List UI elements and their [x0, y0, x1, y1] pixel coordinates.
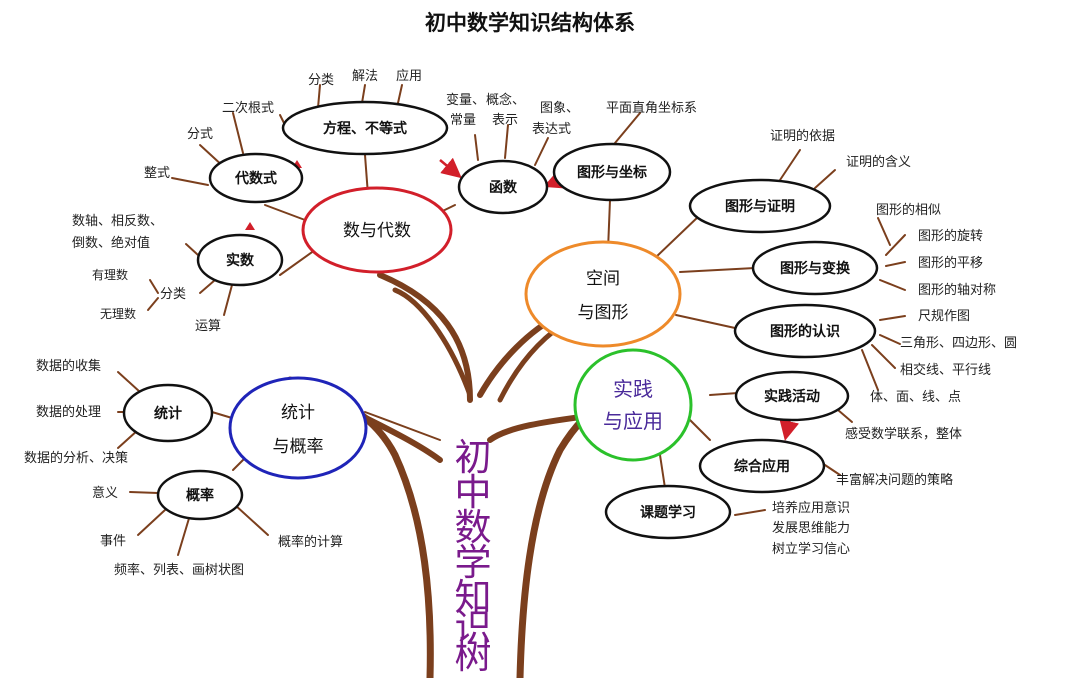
- leaf-comprehensive: 丰富解决问题的策略: [836, 472, 953, 488]
- svg-text:实践活动: 实践活动: [764, 388, 820, 405]
- node-equation: 方程、不等式: [281, 100, 449, 156]
- node-recognition: 图形的认识: [733, 303, 877, 359]
- svg-text:常量: 常量: [450, 113, 476, 128]
- node-algebraic-expr: 代数式: [208, 152, 304, 204]
- svg-text:图象、: 图象、: [540, 101, 579, 116]
- main-node-number-algebra: 数与代数: [301, 186, 453, 274]
- svg-text:数据的分析、决策: 数据的分析、决策: [24, 450, 128, 466]
- node-probability: 概率: [156, 469, 244, 521]
- svg-text:树: 树: [455, 634, 492, 677]
- svg-text:解法: 解法: [352, 69, 378, 84]
- svg-text:图形的轴对称: 图形的轴对称: [918, 282, 996, 298]
- svg-text:中: 中: [455, 471, 492, 514]
- practice-label-1: 实践: [613, 377, 653, 401]
- leaf-coords: 平面直角坐标系: [606, 101, 697, 116]
- node-transform: 图形与变换: [751, 240, 879, 296]
- main-node-space-geometry: 空间 与图形: [524, 240, 682, 348]
- node-practice-activity: 实践活动: [734, 370, 850, 422]
- svg-text:方程、不等式: 方程、不等式: [323, 120, 407, 137]
- svg-text:有理数: 有理数: [92, 267, 128, 282]
- leaves-equation: 分类 解法 应用: [308, 68, 422, 88]
- leaves-recognition: 尺规作图 三角形、四边形、圆 相交线、平行线 体、面、线、点: [870, 309, 1017, 405]
- node-comprehensive: 综合应用: [698, 438, 826, 494]
- svg-text:代数式: 代数式: [234, 170, 277, 187]
- svg-text:运算: 运算: [195, 319, 221, 334]
- svg-text:培养应用意识: 培养应用意识: [772, 500, 850, 516]
- main-node-statistics: 统计 与概率: [228, 376, 368, 480]
- svg-text:综合应用: 综合应用: [734, 458, 790, 475]
- svg-text:数据的收集: 数据的收集: [36, 358, 101, 374]
- svg-text:概率: 概率: [186, 487, 214, 504]
- space-geometry-label-2: 与图形: [578, 303, 629, 323]
- svg-text:表示: 表示: [492, 113, 518, 128]
- node-proof: 图形与证明: [688, 178, 832, 234]
- svg-text:图形的旋转: 图形的旋转: [918, 228, 983, 244]
- svg-text:图形与证明: 图形与证明: [725, 198, 795, 215]
- svg-text:尺规作图: 尺规作图: [918, 309, 970, 324]
- svg-text:证明的依据: 证明的依据: [770, 128, 835, 144]
- svg-text:概率的计算: 概率的计算: [278, 534, 343, 550]
- leaf-integral: 整式: [144, 166, 170, 181]
- svg-text:应用: 应用: [396, 68, 422, 84]
- number-algebra-label: 数与代数: [343, 221, 411, 241]
- leaves-real: 数轴、相反数、 倒数、绝对值 有理数 无理数 分类 运算: [72, 214, 221, 334]
- svg-text:图形的平移: 图形的平移: [918, 255, 983, 271]
- svg-text:体、面、线、点: 体、面、线、点: [870, 390, 961, 405]
- leaves-probability: 意义 事件 频率、列表、画树状图 概率的计算: [92, 485, 343, 578]
- statistics-label-1: 统计: [281, 403, 315, 423]
- svg-text:相交线、平行线: 相交线、平行线: [900, 362, 991, 378]
- svg-text:倒数、绝对值: 倒数、绝对值: [72, 235, 150, 251]
- svg-text:统计: 统计: [154, 405, 182, 422]
- svg-text:意义: 意义: [92, 485, 118, 501]
- svg-text:树立学习信心: 树立学习信心: [772, 541, 850, 557]
- svg-text:图形的认识: 图形的认识: [770, 323, 840, 340]
- connectors: [117, 84, 906, 556]
- svg-text:知: 知: [455, 576, 492, 619]
- svg-text:图形的相似: 图形的相似: [876, 202, 941, 218]
- trunk-title: 初 中 数 学 知 识 树: [455, 436, 492, 677]
- node-project: 课题学习: [604, 484, 732, 540]
- svg-text:数轴、相反数、: 数轴、相反数、: [72, 214, 163, 229]
- svg-text:发展思维能力: 发展思维能力: [772, 520, 850, 536]
- leaves-function: 变量、 常量 概念、 表示 图象、 表达式: [446, 92, 579, 137]
- svg-text:证明的含义: 证明的含义: [846, 154, 911, 170]
- svg-text:概念、: 概念、: [486, 92, 525, 108]
- svg-text:函数: 函数: [489, 179, 518, 196]
- main-node-practice: 实践 与应用: [573, 348, 693, 462]
- svg-text:学: 学: [455, 541, 492, 584]
- diagram-title: 初中数学知识结构体系: [425, 11, 635, 35]
- svg-text:数: 数: [455, 506, 492, 549]
- space-geometry-label-1: 空间: [586, 269, 620, 289]
- svg-text:频率、列表、画树状图: 频率、列表、画树状图: [114, 562, 244, 578]
- node-real-number: 实数: [196, 233, 284, 287]
- svg-text:识: 识: [455, 606, 492, 649]
- practice-label-2: 与应用: [603, 409, 663, 433]
- svg-text:表达式: 表达式: [532, 122, 571, 137]
- svg-text:分类: 分类: [160, 287, 186, 302]
- leaves-statistics: 数据的收集 数据的处理 数据的分析、决策: [24, 358, 128, 466]
- svg-text:变量、: 变量、: [446, 92, 485, 108]
- svg-text:图形与坐标: 图形与坐标: [577, 164, 647, 181]
- svg-text:无理数: 无理数: [100, 306, 136, 321]
- svg-text:初: 初: [455, 436, 492, 479]
- leaf-fraction: 分式: [187, 127, 213, 142]
- svg-text:数据的处理: 数据的处理: [36, 404, 101, 420]
- leaf-radical: 二次根式: [222, 100, 274, 116]
- node-statistics: 统计: [122, 383, 214, 443]
- leaves-project: 培养应用意识 发展思维能力 树立学习信心: [772, 500, 850, 557]
- leaves-transform: 图形的相似 图形的旋转 图形的平移 图形的轴对称: [876, 202, 996, 298]
- svg-text:三角形、四边形、圆: 三角形、四边形、圆: [900, 336, 1017, 351]
- svg-text:分类: 分类: [308, 73, 334, 88]
- svg-text:图形与变换: 图形与变换: [780, 260, 851, 277]
- leaves-proof: 证明的依据 证明的含义: [770, 128, 911, 170]
- statistics-label-2: 与概率: [273, 437, 324, 457]
- svg-text:实数: 实数: [226, 252, 255, 269]
- leaf-practice-activity: 感受数学联系，整体: [845, 426, 962, 442]
- node-graph-coords: 图形与坐标: [552, 142, 672, 202]
- svg-text:课题学习: 课题学习: [640, 504, 696, 521]
- node-function: 函数: [457, 159, 549, 215]
- svg-text:事件: 事件: [100, 534, 126, 549]
